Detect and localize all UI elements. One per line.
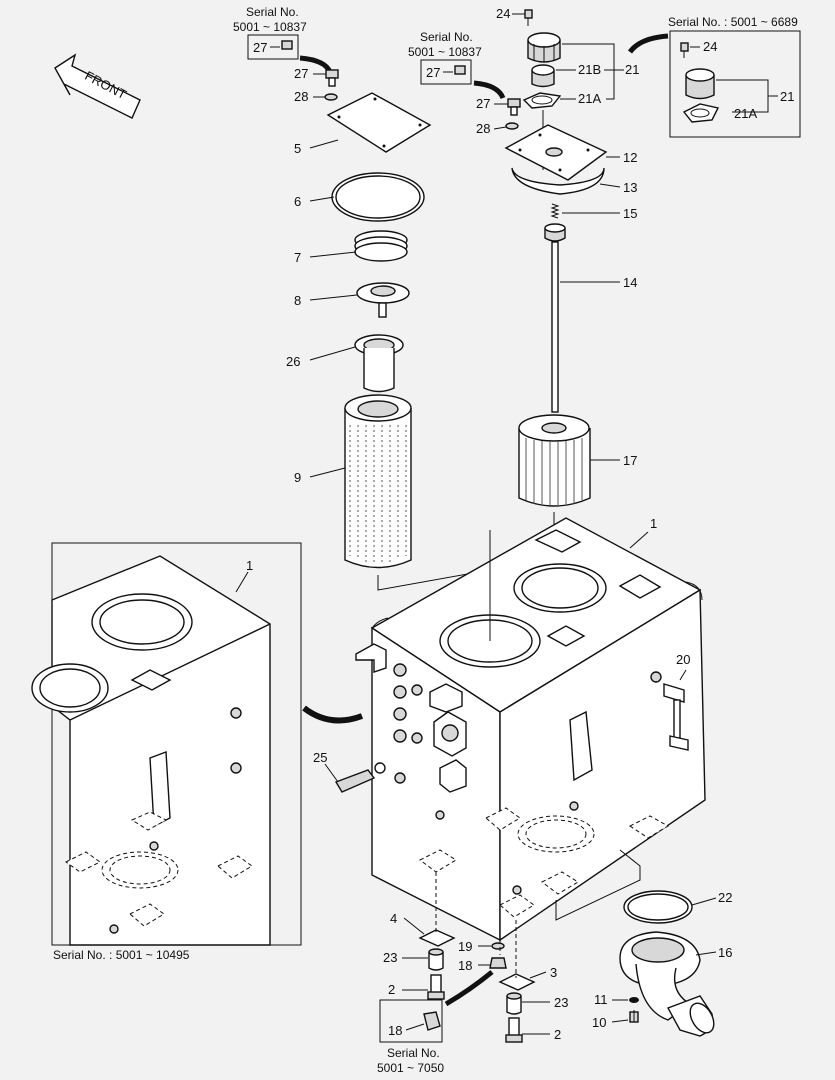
level-gauge-20: 20 xyxy=(650,652,690,751)
valve-8: 8 xyxy=(294,282,410,318)
svg-text:15: 15 xyxy=(623,206,637,221)
svg-text:1: 1 xyxy=(650,516,657,531)
svg-text:21A: 21A xyxy=(578,91,601,106)
suction-strainer-17: 17 xyxy=(518,414,637,580)
svg-text:5001 ~ 7050: 5001 ~ 7050 xyxy=(377,1061,444,1075)
svg-text:Serial No.: Serial No. xyxy=(246,5,299,19)
svg-text:18: 18 xyxy=(388,1023,402,1038)
svg-text:Serial No. : 5001 ~ 6689: Serial No. : 5001 ~ 6689 xyxy=(668,15,798,29)
rod-14: 14 xyxy=(544,223,637,413)
svg-text:22: 22 xyxy=(718,890,732,905)
rubber-mount-23-right: 23 xyxy=(506,992,568,1015)
serial-note-mid-top: Serial No. 5001 ~ 10837 27 xyxy=(408,30,506,100)
washer-11: 11 xyxy=(594,992,639,1007)
svg-text:10: 10 xyxy=(592,1015,606,1030)
svg-text:14: 14 xyxy=(623,275,637,290)
gasket-21A: 21A xyxy=(522,91,601,109)
svg-text:2: 2 xyxy=(388,982,395,997)
svg-text:24: 24 xyxy=(496,6,510,21)
spring-15: 15 xyxy=(550,203,637,221)
svg-text:6: 6 xyxy=(294,194,301,209)
serial-note-left-top: Serial No. 5001 ~ 10837 27 xyxy=(233,5,333,74)
svg-text:21: 21 xyxy=(625,62,639,77)
washer-28-mid: 28 xyxy=(476,121,519,136)
svg-text:3: 3 xyxy=(550,965,557,980)
sleeve-26: 26 xyxy=(286,334,404,393)
svg-text:9: 9 xyxy=(294,470,301,485)
svg-text:13: 13 xyxy=(623,180,637,195)
cover-plate-5: 5 xyxy=(294,92,432,156)
bolt-2-left: 2 xyxy=(388,974,445,1000)
svg-text:27: 27 xyxy=(476,96,490,111)
fitting-18: 18 xyxy=(458,940,507,973)
svg-text:5001 ~ 10837: 5001 ~ 10837 xyxy=(233,20,307,34)
mount-pad-4: 4 xyxy=(390,872,456,947)
gasket-13: 13 xyxy=(511,167,637,195)
spring-7: 7 xyxy=(294,230,408,265)
svg-text:5001 ~ 10837: 5001 ~ 10837 xyxy=(408,45,482,59)
svg-text:18: 18 xyxy=(458,958,472,973)
washer-19: 19 xyxy=(458,939,505,954)
inset-detail-box: 1 Serial No. : 5001 ~ 10495 xyxy=(31,542,302,962)
svg-text:4: 4 xyxy=(390,911,397,926)
breather-cap-21 xyxy=(527,32,561,63)
svg-text:25: 25 xyxy=(313,750,327,765)
rubber-mount-23-left: 23 xyxy=(383,948,444,971)
filter-element-9: 9 xyxy=(294,394,491,591)
suction-pipe-16: 16 xyxy=(619,931,732,1037)
svg-text:23: 23 xyxy=(554,995,568,1010)
bolt-2-right: 2 xyxy=(505,1017,561,1043)
bolt-27-left: 27 xyxy=(294,66,339,87)
svg-text:Serial No.: Serial No. xyxy=(420,30,473,44)
mount-pad-3: 3 xyxy=(498,920,557,991)
svg-text:12: 12 xyxy=(623,150,637,165)
svg-text:21A: 21A xyxy=(734,106,757,121)
svg-text:23: 23 xyxy=(383,950,397,965)
hydraulic-tank-1: 1 xyxy=(355,516,706,942)
svg-text:2: 2 xyxy=(554,1027,561,1042)
svg-text:Serial No. : 5001 ~ 10495: Serial No. : 5001 ~ 10495 xyxy=(53,948,190,962)
svg-text:24: 24 xyxy=(703,39,717,54)
washer-28-left: 28 xyxy=(294,89,338,104)
serial-note-right-top: Serial No. : 5001 ~ 6689 24 21 21A xyxy=(627,15,801,138)
svg-text:26: 26 xyxy=(286,354,300,369)
o-ring-6: 6 xyxy=(294,172,425,222)
svg-text:11: 11 xyxy=(594,992,608,1007)
screw-24-top: 24 xyxy=(496,6,533,26)
svg-text:20: 20 xyxy=(676,652,690,667)
svg-text:7: 7 xyxy=(294,250,301,265)
svg-text:27: 27 xyxy=(253,40,267,55)
svg-text:21B: 21B xyxy=(578,62,601,77)
svg-text:21: 21 xyxy=(780,89,794,104)
serial-note-bottom: 18 Serial No. 5001 ~ 7050 xyxy=(377,970,494,1075)
svg-text:27: 27 xyxy=(294,66,308,81)
inset-pointer-arrow xyxy=(302,705,364,724)
plug-25: 25 xyxy=(313,750,386,793)
svg-text:5: 5 xyxy=(294,141,301,156)
bolt-27-mid: 27 xyxy=(476,96,521,116)
svg-text:28: 28 xyxy=(476,121,490,136)
svg-text:Serial No.: Serial No. xyxy=(387,1046,440,1060)
svg-text:1: 1 xyxy=(246,558,253,573)
svg-text:16: 16 xyxy=(718,945,732,960)
svg-text:28: 28 xyxy=(294,89,308,104)
bolt-10: 10 xyxy=(592,1010,639,1030)
bracket-21 xyxy=(562,43,624,100)
svg-text:17: 17 xyxy=(623,453,637,468)
cover-plate-12: 12 xyxy=(504,124,637,181)
svg-text:19: 19 xyxy=(458,939,472,954)
front-direction-arrow: FRONT xyxy=(54,53,141,119)
svg-text:8: 8 xyxy=(294,293,301,308)
breather-element-21B: 21B xyxy=(531,62,601,88)
svg-text:27: 27 xyxy=(426,65,440,80)
o-ring-22: 22 xyxy=(555,849,732,924)
